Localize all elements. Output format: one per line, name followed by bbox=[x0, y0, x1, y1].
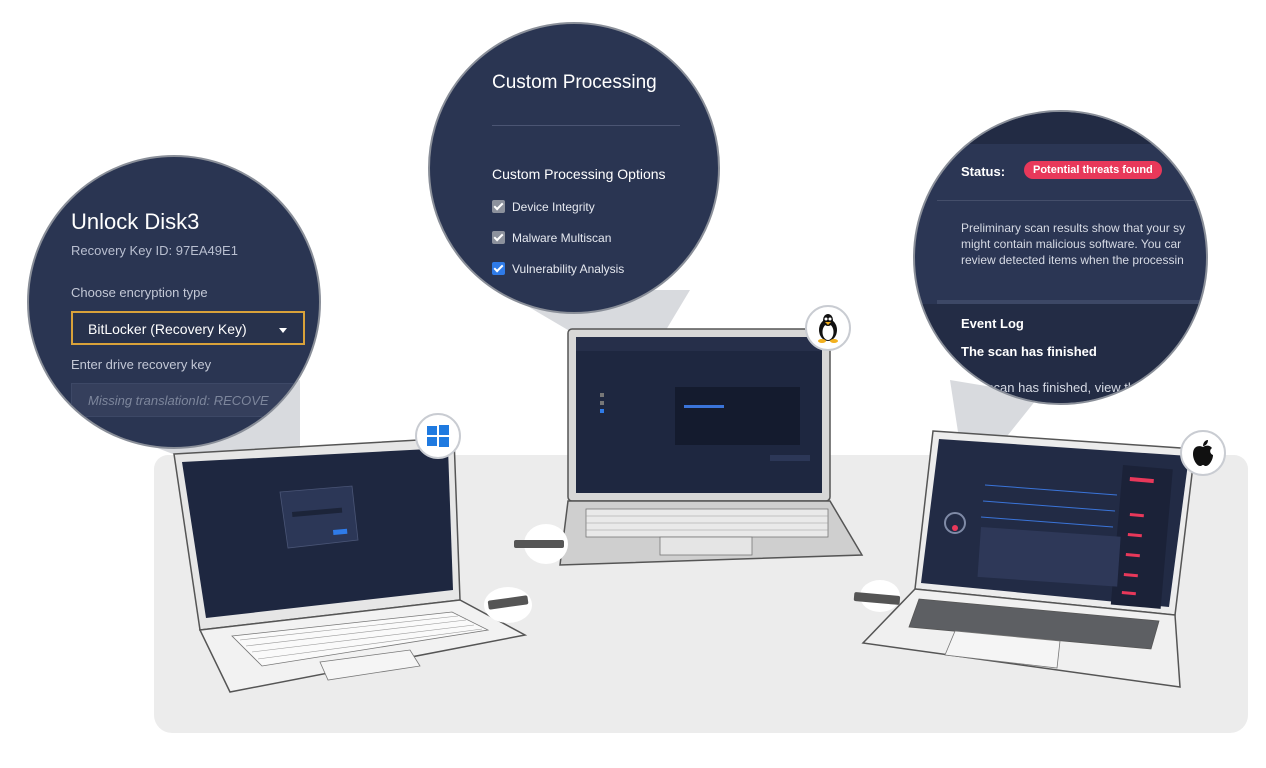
dialog-title: Unlock Disk3 bbox=[71, 209, 200, 234]
checkbox-checked-icon[interactable] bbox=[492, 200, 505, 213]
usb-stick-icon bbox=[853, 580, 901, 612]
status-badge: Potential threats found bbox=[1024, 161, 1162, 179]
checkbox-checked-icon[interactable] bbox=[492, 231, 505, 244]
option-vulnerability-analysis[interactable]: Vulnerability Analysis bbox=[492, 262, 624, 276]
custom-processing-callout: Custom Processing Custom Processing Opti… bbox=[428, 22, 720, 314]
encryption-type-value: BitLocker (Recovery Key) bbox=[88, 321, 247, 337]
status-description: Preliminary scan results show that your … bbox=[961, 221, 1186, 267]
option-label: Malware Multiscan bbox=[512, 231, 612, 245]
recovery-key-label: Enter drive recovery key bbox=[71, 357, 212, 372]
recovery-key-input[interactable]: Missing translationId: RECOVE bbox=[71, 383, 319, 417]
event-log-panel bbox=[915, 304, 1206, 403]
event-title: The scan has finished bbox=[961, 344, 1097, 359]
header-band bbox=[915, 112, 1206, 144]
linux-laptop bbox=[559, 328, 864, 566]
apple-logo-icon bbox=[1180, 430, 1226, 476]
page-title: Custom Processing bbox=[492, 72, 657, 93]
scan-status-callout: Status: Potential threats found Prelimin… bbox=[913, 110, 1208, 405]
checkbox-checked-icon[interactable] bbox=[492, 262, 505, 275]
usb-stick-icon bbox=[484, 587, 532, 623]
status-label: Status: bbox=[961, 164, 1006, 179]
unlock-disk-callout: Unlock Disk3 Recovery Key ID: 97EA49E1 C… bbox=[27, 155, 321, 449]
option-label: Vulnerability Analysis bbox=[512, 262, 625, 276]
encryption-type-select[interactable]: BitLocker (Recovery Key) bbox=[71, 311, 305, 345]
recovery-key-id: Recovery Key ID: 97EA49E1 bbox=[71, 243, 238, 258]
windows-laptop bbox=[173, 437, 528, 693]
chevron-down-icon bbox=[279, 328, 287, 333]
divider bbox=[937, 200, 1206, 201]
event-log-heading: Event Log bbox=[961, 316, 1024, 331]
option-device-integrity[interactable]: Device Integrity bbox=[492, 200, 595, 214]
options-heading: Custom Processing Options bbox=[492, 166, 666, 182]
divider bbox=[492, 125, 680, 126]
option-label: Device Integrity bbox=[512, 200, 595, 214]
recovery-key-placeholder: Missing translationId: RECOVE bbox=[88, 393, 269, 408]
event-text: The scan has finished, view th bbox=[961, 380, 1136, 395]
option-malware-multiscan[interactable]: Malware Multiscan bbox=[492, 231, 611, 245]
usb-stick-icon bbox=[514, 524, 568, 564]
windows-logo-icon bbox=[415, 413, 461, 459]
encryption-type-label: Choose encryption type bbox=[71, 285, 208, 300]
divider bbox=[937, 300, 1206, 304]
mac-laptop bbox=[861, 430, 1196, 688]
linux-logo-icon bbox=[805, 305, 851, 351]
